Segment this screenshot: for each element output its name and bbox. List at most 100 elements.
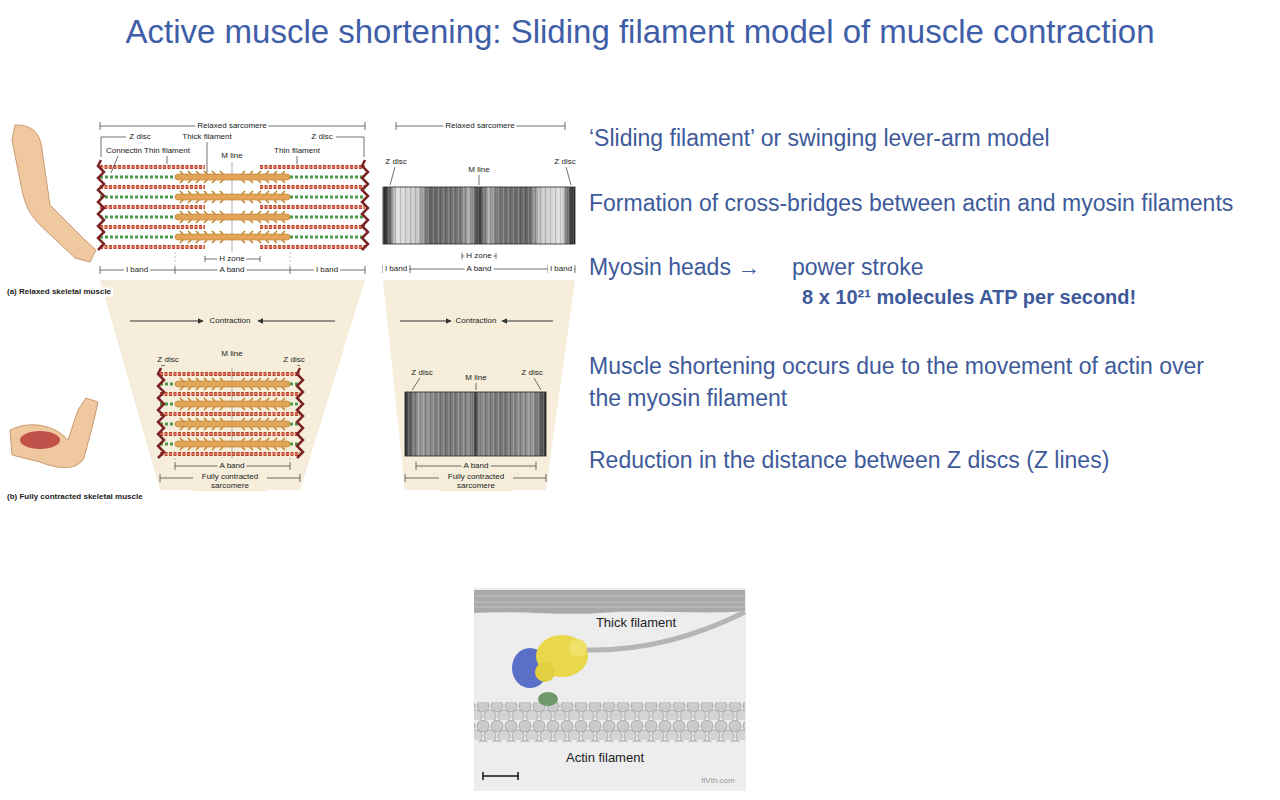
part-label: Z disc [554, 158, 575, 167]
cross-bridge-image [474, 596, 745, 607]
guide-line [290, 458, 291, 461]
bracket [536, 462, 537, 470]
contracted-sarcomere [205, 454, 300, 455]
part-label: Contraction [208, 317, 253, 326]
connectin [290, 236, 365, 239]
part-label: I band [124, 266, 150, 275]
relaxed-sarcomere [260, 227, 365, 228]
bracket [405, 474, 406, 482]
leader-line [111, 156, 118, 173]
figure-caption: (b) Fully contracted skeletal muscle [5, 493, 145, 502]
leader-line [101, 137, 364, 366]
contraction-arrow [258, 321, 335, 322]
part-label: I band [314, 266, 340, 275]
bracket [410, 265, 411, 273]
relaxed-sarcomere [260, 247, 365, 248]
relaxed-sarcomere [260, 207, 365, 208]
connectin [290, 176, 365, 179]
bracket [260, 256, 261, 262]
watermark: fiVth.com [701, 777, 734, 786]
micrograph-relaxed [383, 187, 575, 244]
part-label: Thick filament [182, 133, 231, 142]
contracted-sarcomere [175, 398, 290, 410]
leader-line [534, 378, 541, 390]
guide-line [290, 252, 291, 265]
connectin [100, 196, 175, 199]
bracket [160, 474, 161, 482]
cross-bridge-image [474, 588, 746, 791]
bracket [496, 253, 497, 259]
bullet-text: Muscle shortening occurs due to the move… [589, 350, 1219, 414]
contracted-sarcomere [175, 378, 290, 390]
part-label: Z disc [155, 356, 180, 365]
relaxed-sarcomere [175, 171, 290, 183]
guide-line [175, 458, 176, 461]
part-label: I band [548, 265, 574, 274]
cross-bridge-image [535, 662, 555, 682]
part-label: Z disc [311, 133, 332, 142]
part-label: Fully contracted sarcomere [439, 473, 513, 491]
contraction-arrow [502, 321, 553, 322]
bracket [300, 474, 301, 482]
connectin [290, 403, 300, 406]
part-label: Thin filament [144, 147, 190, 156]
micrograph-contracted [405, 392, 546, 456]
relaxed-sarcomere [100, 187, 205, 188]
cross-bridge-image [569, 639, 587, 657]
relaxed-sarcomere [260, 187, 365, 188]
cross-bridge-image [538, 692, 558, 706]
leader-line [336, 137, 364, 157]
part-label: Z disc [409, 369, 434, 378]
cross-bridge-image [474, 588, 746, 791]
relaxed-sarcomere [362, 160, 368, 250]
bracket [416, 462, 417, 470]
projection-zone [383, 280, 575, 490]
part-label: M line [463, 374, 488, 383]
leader-line [297, 156, 298, 164]
arm-relaxed [12, 125, 96, 262]
contracted-sarcomere [205, 394, 300, 395]
bracket [100, 122, 365, 482]
bracket [175, 462, 176, 470]
cross-bridge-image [585, 612, 745, 650]
connectin [100, 176, 175, 179]
connectin [100, 177, 365, 237]
leader-line [161, 365, 165, 366]
micrograph-contracted [405, 392, 546, 456]
figure-caption: (a) Relaxed skeletal muscle [5, 288, 113, 297]
leader-line [167, 156, 168, 164]
part-label: H zone [217, 255, 246, 264]
part-label: H zone [464, 252, 493, 261]
relaxed-sarcomere [175, 211, 290, 223]
contraction-arrow [400, 321, 451, 322]
bracket [383, 122, 575, 482]
bullet-text: ‘Sliding filament’ or swinging lever-arm… [589, 126, 1050, 151]
guide-line [175, 252, 176, 265]
leader-line [390, 167, 571, 390]
connectin [290, 216, 365, 219]
part-label: Z disc [385, 158, 406, 167]
micrograph-relaxed [383, 187, 575, 244]
connectin [160, 384, 300, 444]
bracket [290, 266, 291, 274]
contracted-sarcomere [205, 434, 300, 435]
leader-line [412, 378, 420, 390]
part-label: M line [221, 152, 242, 161]
contracted-sarcomere [205, 374, 300, 375]
leader-line [207, 142, 208, 173]
bracket [575, 265, 576, 273]
slide-title: Active muscle shortening: Sliding filame… [126, 14, 1155, 50]
bracket [462, 253, 463, 259]
relaxed-sarcomere [98, 160, 104, 250]
cross-bridge-image [474, 702, 745, 742]
bracket [290, 462, 291, 470]
bracket [100, 122, 101, 130]
arm-relaxed [12, 125, 96, 262]
relaxed-sarcomere [100, 247, 205, 248]
bracket [546, 474, 547, 482]
bullet-text: Formation of cross-bridges between actin… [589, 191, 1233, 216]
cross-bridge-image [483, 772, 518, 780]
part-label: A band [218, 266, 247, 275]
part-label: Z disc [519, 369, 544, 378]
contracted-sarcomere [158, 368, 164, 458]
